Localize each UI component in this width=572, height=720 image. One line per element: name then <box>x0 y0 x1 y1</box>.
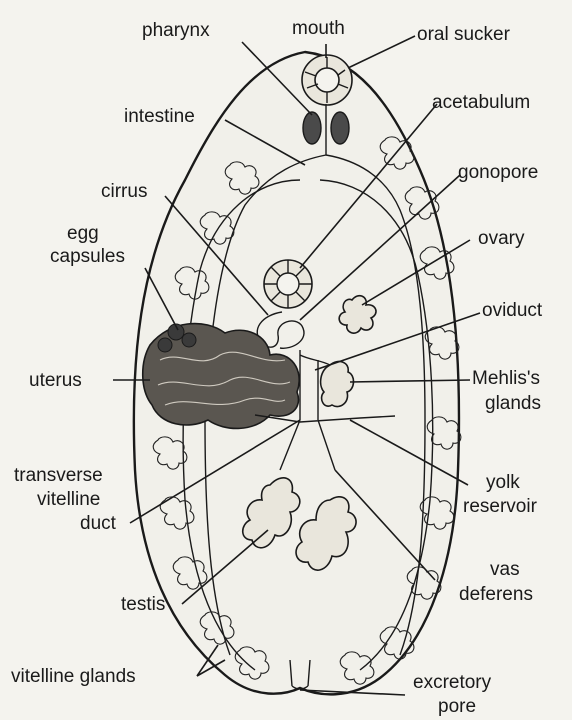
label-intestine: intestine <box>124 106 195 127</box>
label-excretory-line2: pore <box>438 696 476 717</box>
label-ovary: ovary <box>478 228 525 249</box>
label-egg: egg <box>67 223 99 244</box>
label-yolk-line1: yolk <box>486 472 520 493</box>
label-capsules: capsules <box>50 246 125 267</box>
label-cirrus: cirrus <box>101 181 147 202</box>
label-vas-line2: deferens <box>459 584 533 605</box>
label-transverse-line2: vitelline <box>37 489 100 510</box>
label-mehlis-line1: Mehlis's <box>472 368 540 389</box>
acetabulum-shape <box>264 260 312 308</box>
oral-sucker <box>302 55 352 105</box>
label-gonopore: gonopore <box>458 162 538 183</box>
label-vas-line1: vas <box>490 559 520 580</box>
label-transverse-line3: duct <box>80 513 117 534</box>
label-excretory-line1: excretory <box>413 672 492 693</box>
label-vitelline-glands: vitelline glands <box>11 666 136 687</box>
label-pharynx: pharynx <box>142 20 210 41</box>
label-testis: testis <box>121 594 165 615</box>
label-transverse-line1: transverse <box>14 465 103 486</box>
label-yolk-line2: reservoir <box>463 496 538 517</box>
label-mehlis-line2: glands <box>485 393 541 414</box>
label-oral-sucker: oral sucker <box>417 24 511 45</box>
label-acetabulum: acetabulum <box>432 92 530 113</box>
label-mouth: mouth <box>292 18 345 39</box>
label-oviduct: oviduct <box>482 300 543 321</box>
label-uterus: uterus <box>29 370 82 391</box>
